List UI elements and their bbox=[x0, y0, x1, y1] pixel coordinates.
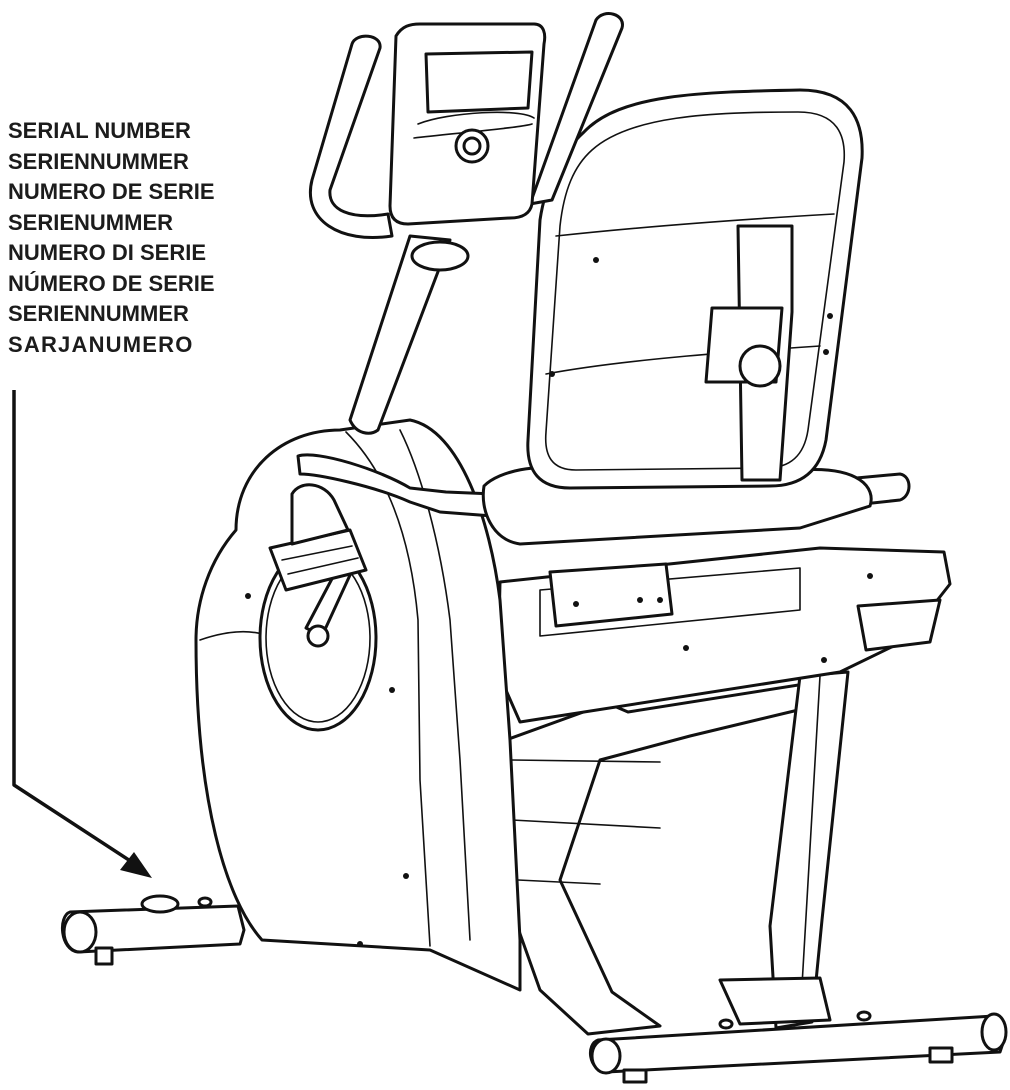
upper-handlebar bbox=[308, 12, 624, 239]
serial-number-label-de: SERIENNUMMER bbox=[8, 148, 189, 174]
front-stabilizer bbox=[60, 894, 246, 966]
seat-back bbox=[526, 88, 864, 490]
serial-number-arrow bbox=[12, 390, 152, 878]
rear-seat-post bbox=[718, 670, 850, 1030]
serial-number-label-es: NÚMERO DE SERIE bbox=[8, 270, 215, 296]
serial-number-label-sv: SERIENNUMMER bbox=[8, 301, 189, 326]
serial-number-label-fr: NUMERO DE SERIE bbox=[8, 179, 215, 204]
seat-rail bbox=[496, 546, 952, 724]
serial-number-label: SERIAL NUMBER SERIENNUMMER NUMERO DE SER… bbox=[8, 116, 215, 360]
console bbox=[388, 22, 547, 226]
serial-number-label-fi: SARJANUMERO bbox=[8, 331, 194, 357]
rear-stabilizer bbox=[589, 1010, 1008, 1084]
serial-number-label-nl: SERIENUMMER bbox=[8, 209, 174, 235]
console-mast bbox=[348, 234, 470, 435]
serial-number-label-it: NUMERO DI SERIE bbox=[8, 240, 207, 265]
serial-number-label-en: SERIAL NUMBER bbox=[8, 118, 191, 143]
pedal bbox=[268, 483, 368, 592]
